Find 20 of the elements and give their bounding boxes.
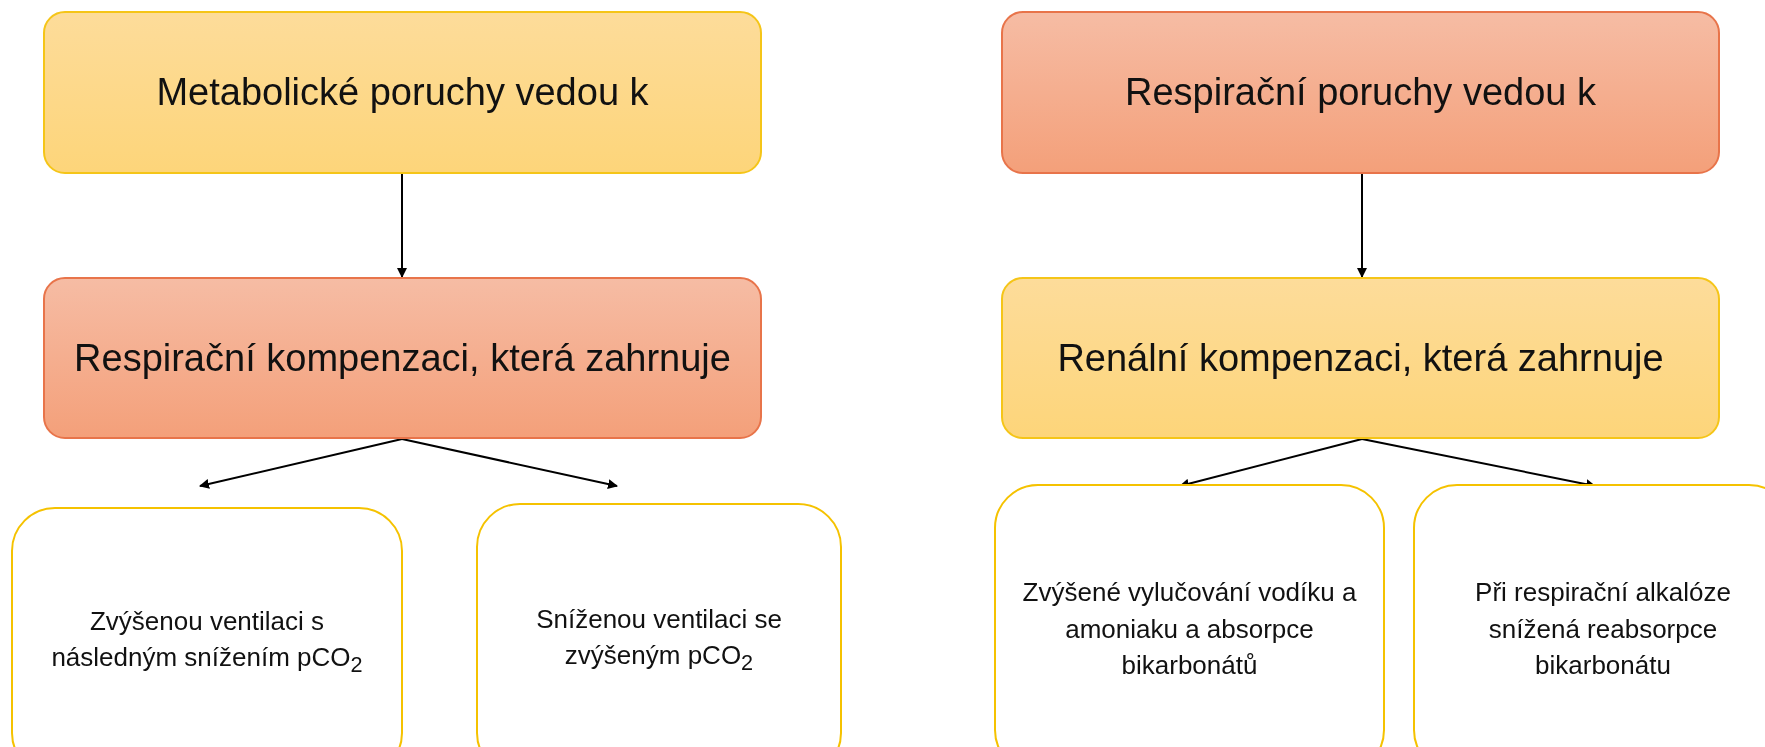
box-text: Při respirační alkalóze snížená reabsorpce bikarbonátu [1474, 576, 1732, 683]
arrow [1357, 173, 1367, 278]
box-text: Renální kompenzaci, která zahrnuje [1056, 336, 1665, 380]
header-box [43, 11, 762, 174]
process-box [11, 507, 403, 747]
header-box [1001, 11, 1720, 174]
box-text: Sníženou ventilaci se zvýšeným pCO$_{2}$ [535, 603, 783, 678]
process-box [476, 503, 842, 747]
header-box [1001, 277, 1720, 439]
box-text: Zvýšenou ventilaci s následným snížením pCO$_{2}$ [50, 605, 364, 680]
arrow [397, 173, 407, 278]
process-box [1413, 484, 1765, 747]
header-box [43, 277, 762, 439]
arrow [401, 438, 618, 489]
arrow [199, 438, 403, 489]
box-text: Respirační poruchy vedou k [1124, 71, 1597, 114]
box-text: Metabolické poruchy vedou k [155, 71, 650, 114]
box-text: Respirační kompenzaci, která zahrnuje [73, 336, 732, 380]
process-box [994, 484, 1385, 747]
box-text: Zvýšené vylučování vodíku a amoniaku a absorpce bikarbonátů [1021, 576, 1358, 683]
